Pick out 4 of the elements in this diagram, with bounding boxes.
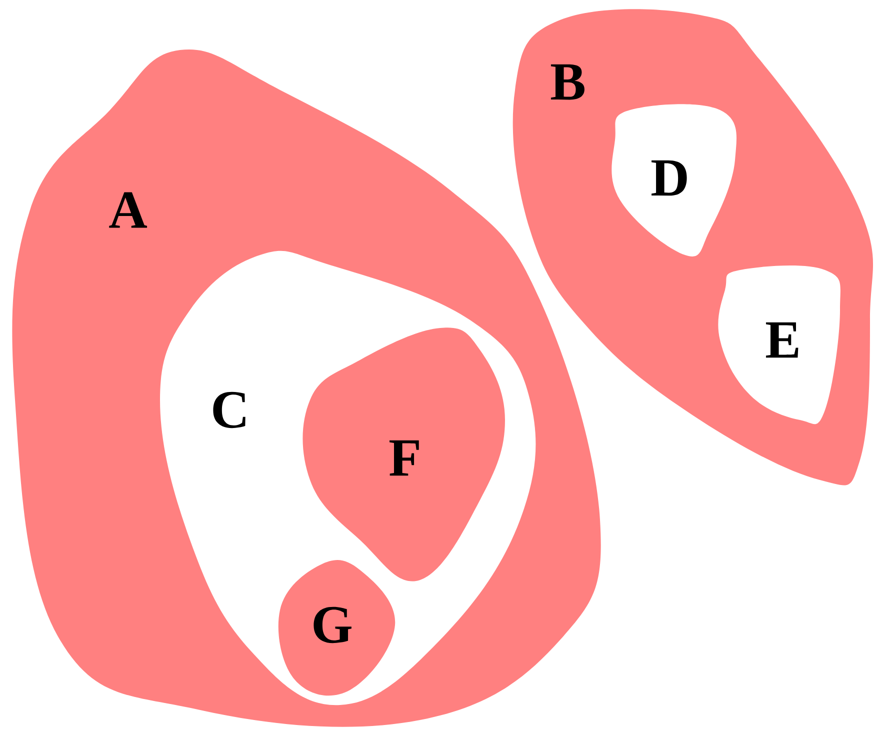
- region-blob: F: [302, 328, 505, 582]
- region-blob: E: [718, 266, 840, 424]
- region-blob: G: [278, 560, 395, 696]
- region-blob: D: [612, 104, 736, 256]
